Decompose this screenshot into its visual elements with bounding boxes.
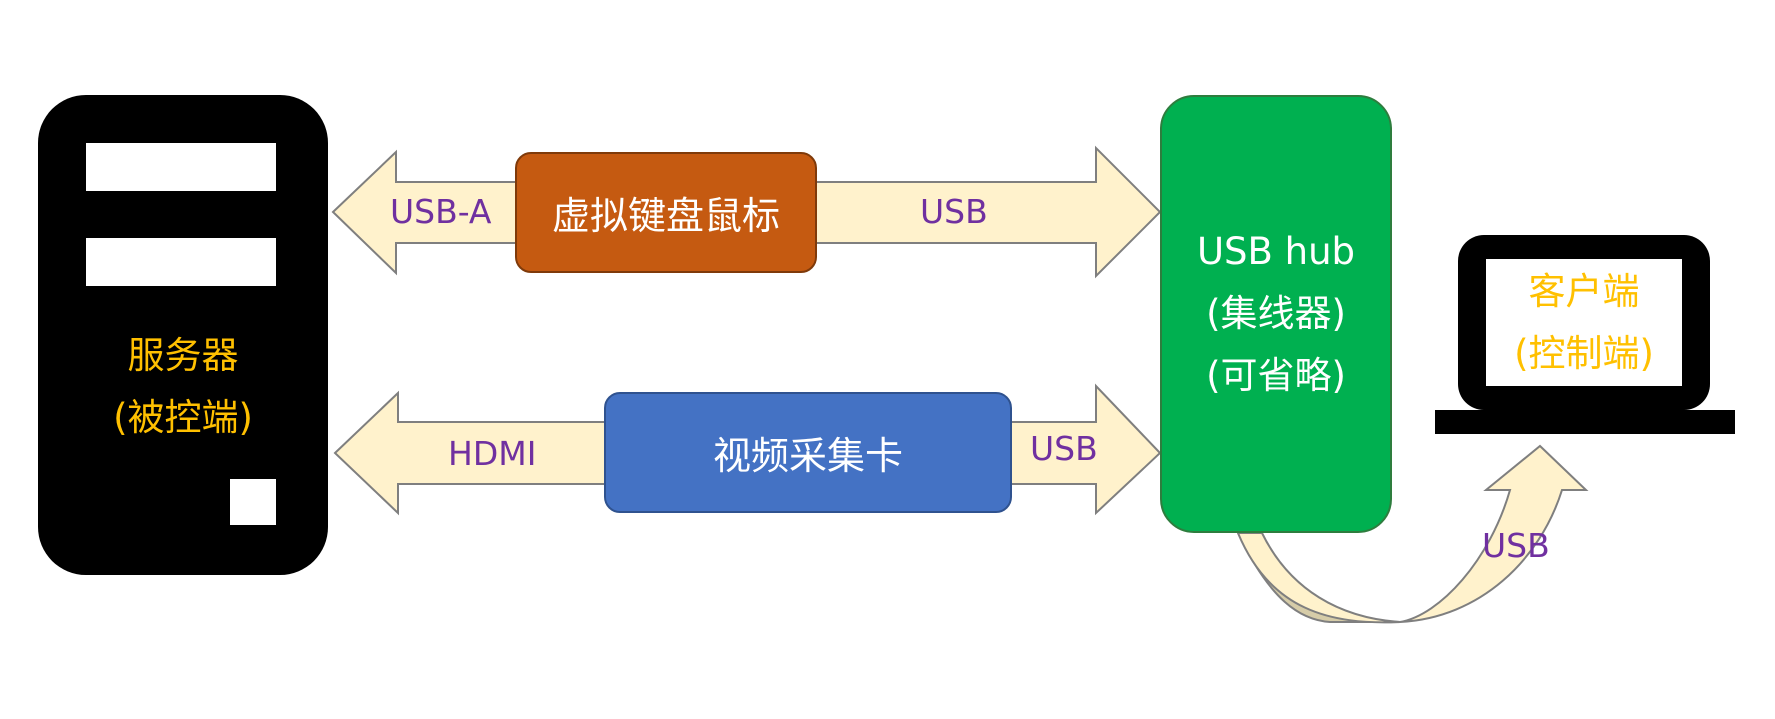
capture-usb-label: USB — [1030, 429, 1098, 468]
client-label-line2: (控制端) — [1514, 331, 1654, 375]
server-tower: 服务器 (被控端) — [38, 95, 328, 575]
kbm-usb-arrow — [814, 145, 1162, 279]
usb-hub-line2: (集线器) — [1206, 292, 1346, 335]
server-label: 服务器 (被控端) — [38, 325, 328, 449]
capture-card-label: 视频采集卡 — [712, 434, 903, 478]
client-label-line1: 客户端 — [1528, 269, 1640, 313]
capture-usb-arrow — [1009, 383, 1162, 516]
capture-card-box: 视频采集卡 — [604, 392, 1012, 513]
laptop-display: 客户端 (控制端) — [1486, 259, 1682, 386]
laptop-base — [1435, 410, 1735, 434]
server-drive-slot — [86, 143, 276, 191]
laptop-icon: 客户端 (控制端) — [1458, 235, 1710, 410]
usb-hub-line1: USB hub — [1196, 230, 1356, 273]
usb-a-label: USB-A — [390, 192, 492, 231]
hub-client-usb-label: USB — [1482, 526, 1550, 565]
usb-hub-line3: (可省略) — [1206, 354, 1346, 397]
server-power-indicator — [230, 479, 276, 525]
hdmi-label: HDMI — [448, 434, 537, 473]
virtual-kbm-label: 虚拟键盘鼠标 — [551, 194, 780, 238]
virtual-kbm-box: 虚拟键盘鼠标 — [515, 152, 817, 273]
usb-hub-box: USB hub (集线器) (可省略) — [1160, 95, 1392, 533]
hub-client-curve-arrow — [1236, 444, 1589, 624]
kbm-usb-label: USB — [920, 192, 988, 231]
server-drive-slot — [86, 238, 276, 286]
server-label-line1: 服务器 — [127, 334, 239, 377]
server-label-line2: (被控端) — [113, 396, 253, 439]
